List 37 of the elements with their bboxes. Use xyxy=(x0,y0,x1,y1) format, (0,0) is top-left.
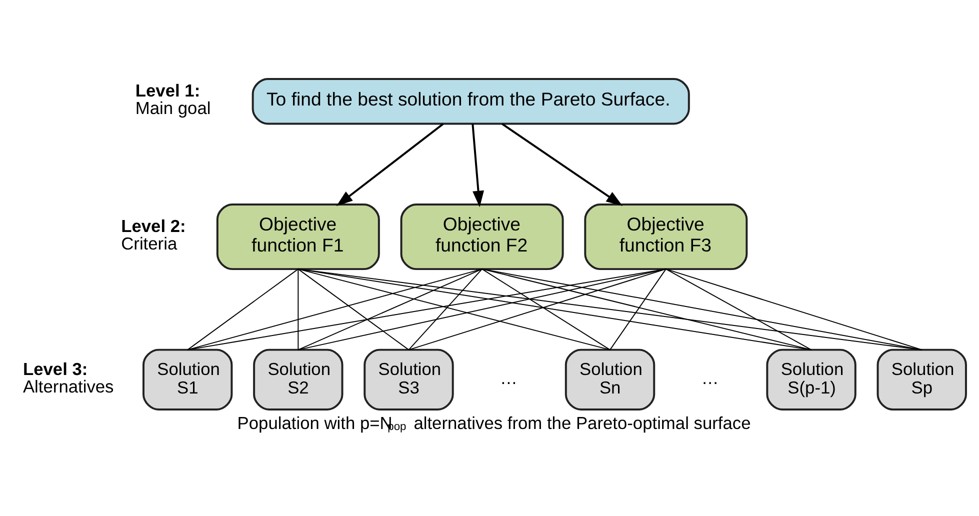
connector xyxy=(665,268,922,350)
connector xyxy=(482,268,812,350)
node-box: Objective function F2 xyxy=(400,202,564,270)
arrow xyxy=(502,122,623,206)
label: … xyxy=(500,368,518,388)
arrow xyxy=(336,122,444,206)
label: Alternatives xyxy=(22,376,114,396)
node-box: Solution S1 xyxy=(142,348,233,410)
node-box: Objective function F3 xyxy=(584,202,748,270)
connector xyxy=(298,268,812,350)
connector xyxy=(298,268,922,350)
connector xyxy=(610,268,666,350)
node-box: Solution S2 xyxy=(253,348,344,410)
node-box: Solution Sp xyxy=(876,348,967,410)
node-box: Objective function F1 xyxy=(216,202,380,270)
connector xyxy=(482,268,611,350)
node-box: Solution S(p-1) xyxy=(766,348,856,410)
connector xyxy=(298,268,410,350)
connector xyxy=(298,268,666,350)
node-box: Solution Sn xyxy=(564,348,656,410)
connector xyxy=(187,268,299,350)
connector xyxy=(298,268,611,350)
connector xyxy=(187,268,483,350)
connector xyxy=(408,268,666,350)
connector xyxy=(408,268,483,350)
node-box: To find the best solution from the Pareto Surface. xyxy=(252,77,690,124)
connector xyxy=(665,268,812,350)
connector xyxy=(298,268,483,350)
label: Main goal xyxy=(135,98,211,118)
label: Level 1: xyxy=(135,80,200,100)
connector xyxy=(482,268,922,350)
connector xyxy=(298,268,299,350)
label: … xyxy=(701,368,719,388)
connector xyxy=(187,268,666,350)
label: Level 3: xyxy=(22,358,88,378)
arrow xyxy=(472,123,484,207)
node-box: Solution S3 xyxy=(364,348,454,410)
